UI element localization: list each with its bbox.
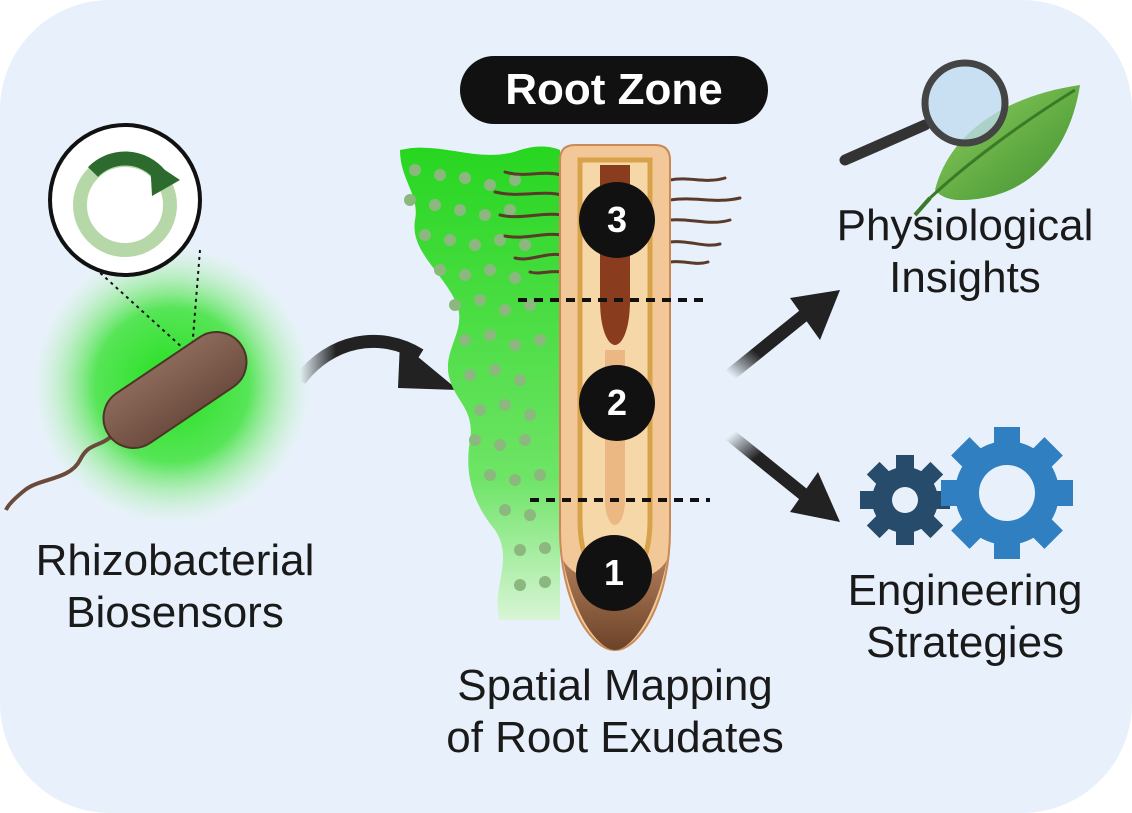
root-zone-pill [460, 56, 768, 124]
biosensors-label-line1: Rhizobacterial [35, 536, 315, 585]
mapping-label-line1: Spatial Mapping [457, 661, 773, 710]
arrow-to-engineering [725, 429, 840, 522]
physiological-label-line2: Insights [889, 252, 1041, 302]
arrow-to-insights [725, 290, 840, 381]
physiological-label-line1: Physiological [836, 201, 1094, 250]
zone-number-3: 3 [606, 199, 628, 240]
engineering-label: Engineering Strategies [810, 565, 1120, 669]
biosensors-label-line2: Biosensors [66, 587, 284, 637]
engineering-label-line2: Strategies [865, 617, 1065, 667]
root-zone-title: Root Zone [505, 65, 723, 114]
engineering-label-line1: Engineering [847, 566, 1083, 615]
plasmid-zoom [48, 123, 202, 351]
biosensors-label: Rhizobacterial Biosensors [0, 535, 350, 639]
mapping-label-line2: of Root Exudates [446, 712, 784, 762]
bacterium-icon [4, 331, 248, 511]
gears-icon [860, 427, 1073, 559]
exudate-cloud [400, 146, 560, 620]
zone-number-2: 2 [606, 382, 628, 423]
zone-dividers [518, 298, 710, 502]
mapping-label: Spatial Mapping of Root Exudates [400, 660, 830, 764]
root-hairs [493, 170, 742, 275]
arrow-to-root [294, 334, 458, 390]
zone-badges [576, 182, 655, 611]
physiological-label: Physiological Insights [800, 200, 1130, 304]
magnifier-leaf-icon [839, 59, 1080, 217]
zone-number-1: 1 [603, 552, 625, 593]
